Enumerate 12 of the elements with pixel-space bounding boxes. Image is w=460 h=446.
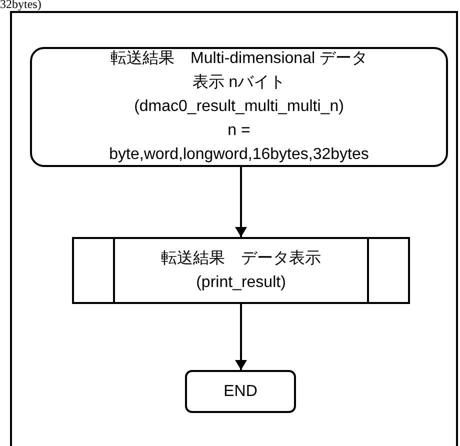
node-text: (print_result)	[196, 272, 286, 292]
terminal-box	[30, 47, 448, 167]
arrow	[235, 167, 247, 237]
terminal-box	[185, 370, 296, 413]
node-text: 転送結果 データ表示	[161, 248, 321, 268]
node-text: END	[224, 382, 258, 402]
node-text: (dmac0_result_multi_multi_n)	[134, 97, 344, 117]
caption-text: 32bytes)	[0, 0, 42, 11]
node-text: n = byte,word,longword,16bytes,32bytes	[109, 121, 369, 165]
arrow	[235, 304, 247, 370]
predefined-process-box	[72, 237, 410, 304]
node-text: 転送結果 Multi-dimensional データ表示 nバイト	[110, 49, 368, 93]
